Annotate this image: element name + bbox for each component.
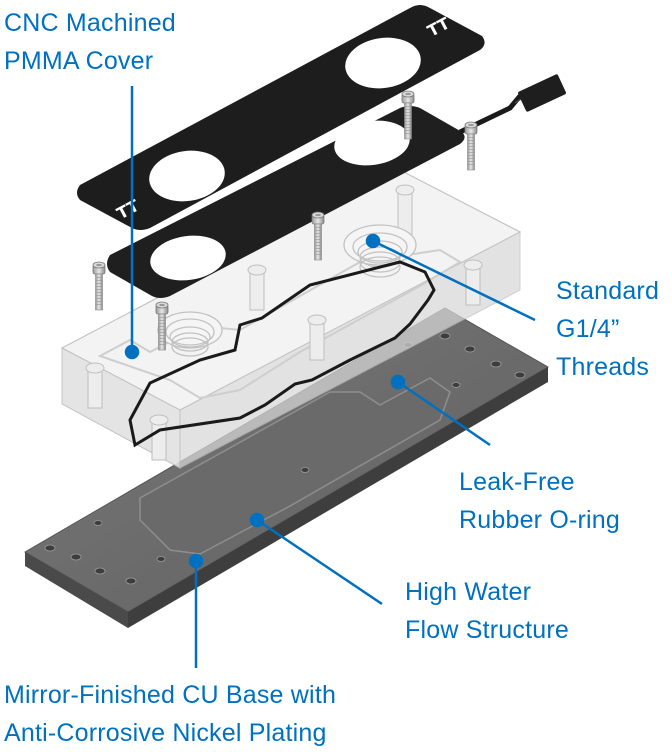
screw <box>464 121 478 171</box>
callout-line: Rubber O-ring <box>459 506 620 534</box>
callout-line: Standard <box>556 277 660 305</box>
callout-line: PMMA Cover <box>4 47 154 75</box>
callout-line: CNC Machined <box>4 9 176 37</box>
callout-line: Mirror-Finished CU Base with <box>4 681 337 709</box>
pmma-cover-bottom <box>107 106 465 298</box>
leader-threads <box>365 233 536 322</box>
leader-lines <box>124 86 536 668</box>
callout-line: Threads <box>556 353 650 381</box>
callout-line: Leak-Free <box>459 468 575 496</box>
o-ring <box>128 260 436 448</box>
screw <box>92 261 106 311</box>
leader-base <box>188 553 204 668</box>
callout-flow-structure: High Water Flow Structure <box>405 573 569 649</box>
callout-o-ring: Leak-Free Rubber O-ring <box>459 463 620 539</box>
callout-threads: Standard G1/4” Threads <box>556 272 659 386</box>
leader-cover <box>124 86 140 360</box>
callout-line: Anti-Corrosive Nickel Plating <box>4 719 327 747</box>
leader-flow <box>249 512 383 606</box>
leader-oring <box>390 374 491 447</box>
threaded-port <box>157 311 223 357</box>
pmma-cover-top: TT TT <box>77 5 485 230</box>
callout-line: G1/4” <box>556 315 620 343</box>
callout-line: High Water <box>405 578 532 606</box>
copper-base-plate <box>24 307 549 628</box>
callout-pmma-cover: CNC Machined PMMA Cover <box>4 4 176 80</box>
callout-line: Flow Structure <box>405 616 569 644</box>
callout-cu-base: Mirror-Finished CU Base with Anti-Corros… <box>4 676 336 752</box>
